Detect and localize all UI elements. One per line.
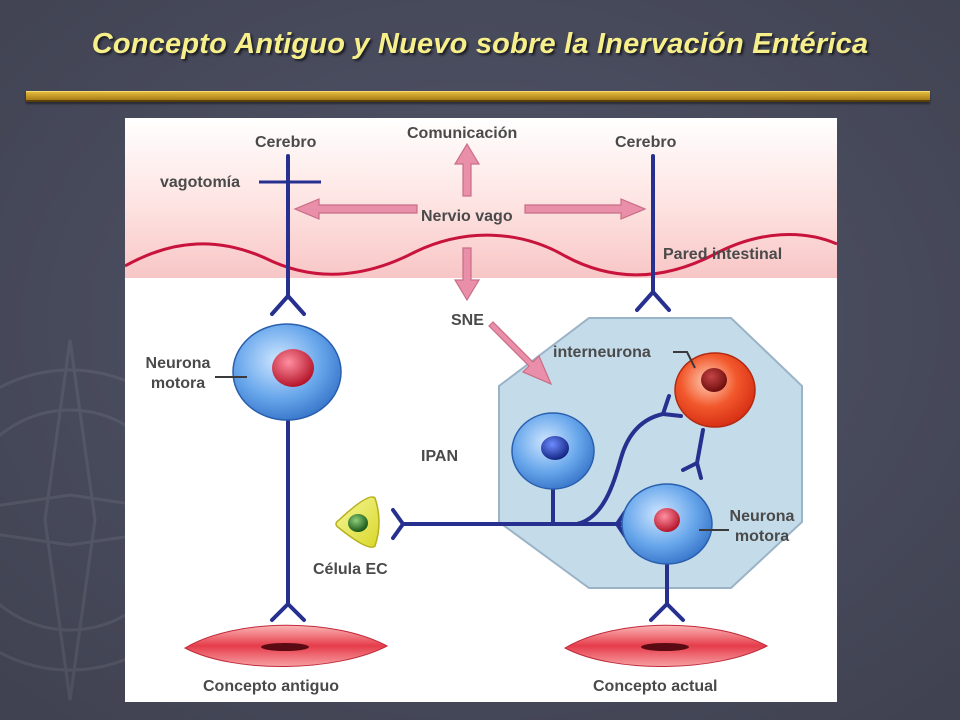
right-motor-neuron bbox=[621, 483, 729, 565]
intestinal-wall bbox=[125, 233, 837, 277]
ens-arrow bbox=[453, 247, 481, 302]
left-motor-neuron bbox=[215, 323, 342, 421]
right-vagus-arrow bbox=[524, 198, 647, 220]
slide-title: Concepto Antiguo y Nuevo sobre la Inerva… bbox=[91, 28, 869, 60]
label-comunicacion: Comunicación bbox=[407, 125, 518, 142]
label-neurona-motora-left-line2: motora bbox=[150, 375, 206, 392]
label-sne: SNE bbox=[451, 312, 484, 329]
interneuron bbox=[673, 351, 756, 428]
muscle-nucleus-left bbox=[261, 643, 309, 651]
label-pared-intestinal: Pared intestinal bbox=[663, 246, 783, 263]
vagus-arrows bbox=[293, 142, 647, 386]
label-interneurona: interneurona bbox=[553, 344, 651, 361]
label-celula-ec: Célula EC bbox=[313, 561, 388, 578]
label-vagotomia: vagotomía bbox=[160, 174, 241, 191]
label-concepto-antiguo: Concepto antiguo bbox=[203, 678, 339, 695]
communication-arrow bbox=[453, 142, 481, 197]
enteric-innervation-diagram bbox=[125, 118, 837, 668]
left-nerve-pathway bbox=[270, 154, 306, 622]
left-vagus-arrow bbox=[293, 198, 418, 220]
diagram-panel: Cerebro Cerebro Comunicación vagotomía N… bbox=[125, 118, 837, 702]
label-cerebro-left: Cerebro bbox=[255, 134, 317, 151]
muscle-nucleus-right bbox=[641, 643, 689, 651]
label-concepto-actual: Concepto actual bbox=[593, 678, 718, 695]
label-nervio-vago: Nervio vago bbox=[421, 208, 513, 225]
label-neurona-motora-right-line2: motora bbox=[734, 528, 790, 545]
label-neurona-motora-left-line1: Neurona bbox=[145, 355, 211, 372]
title-divider bbox=[26, 91, 930, 102]
label-neurona-motora-right-line1: Neurona bbox=[729, 508, 795, 525]
ipan-neuron bbox=[511, 412, 595, 490]
sne-arrow bbox=[488, 321, 553, 386]
label-ipan: IPAN bbox=[421, 448, 459, 465]
label-cerebro-right: Cerebro bbox=[615, 134, 677, 151]
ec-cell bbox=[335, 496, 380, 548]
